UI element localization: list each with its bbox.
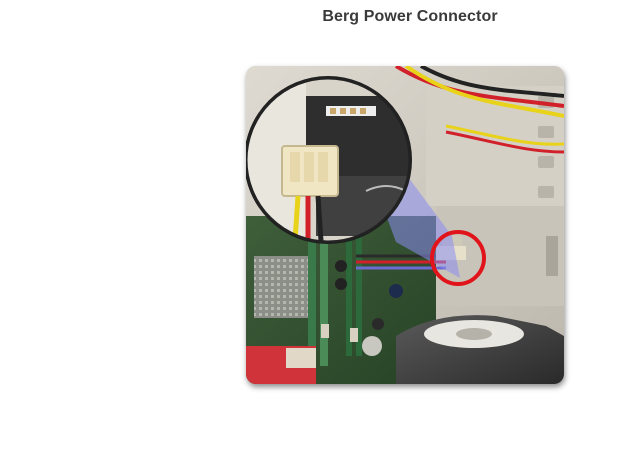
case-illustration — [246, 66, 564, 384]
black-cable — [420, 66, 564, 98]
page-title: Berg Power Connector — [322, 8, 498, 25]
zoom-inset — [246, 76, 412, 244]
connector-photo — [246, 66, 564, 384]
red-cable — [394, 66, 564, 108]
highlight-circle — [430, 230, 486, 286]
yellow-cable — [404, 66, 564, 118]
heatsink — [254, 256, 316, 318]
